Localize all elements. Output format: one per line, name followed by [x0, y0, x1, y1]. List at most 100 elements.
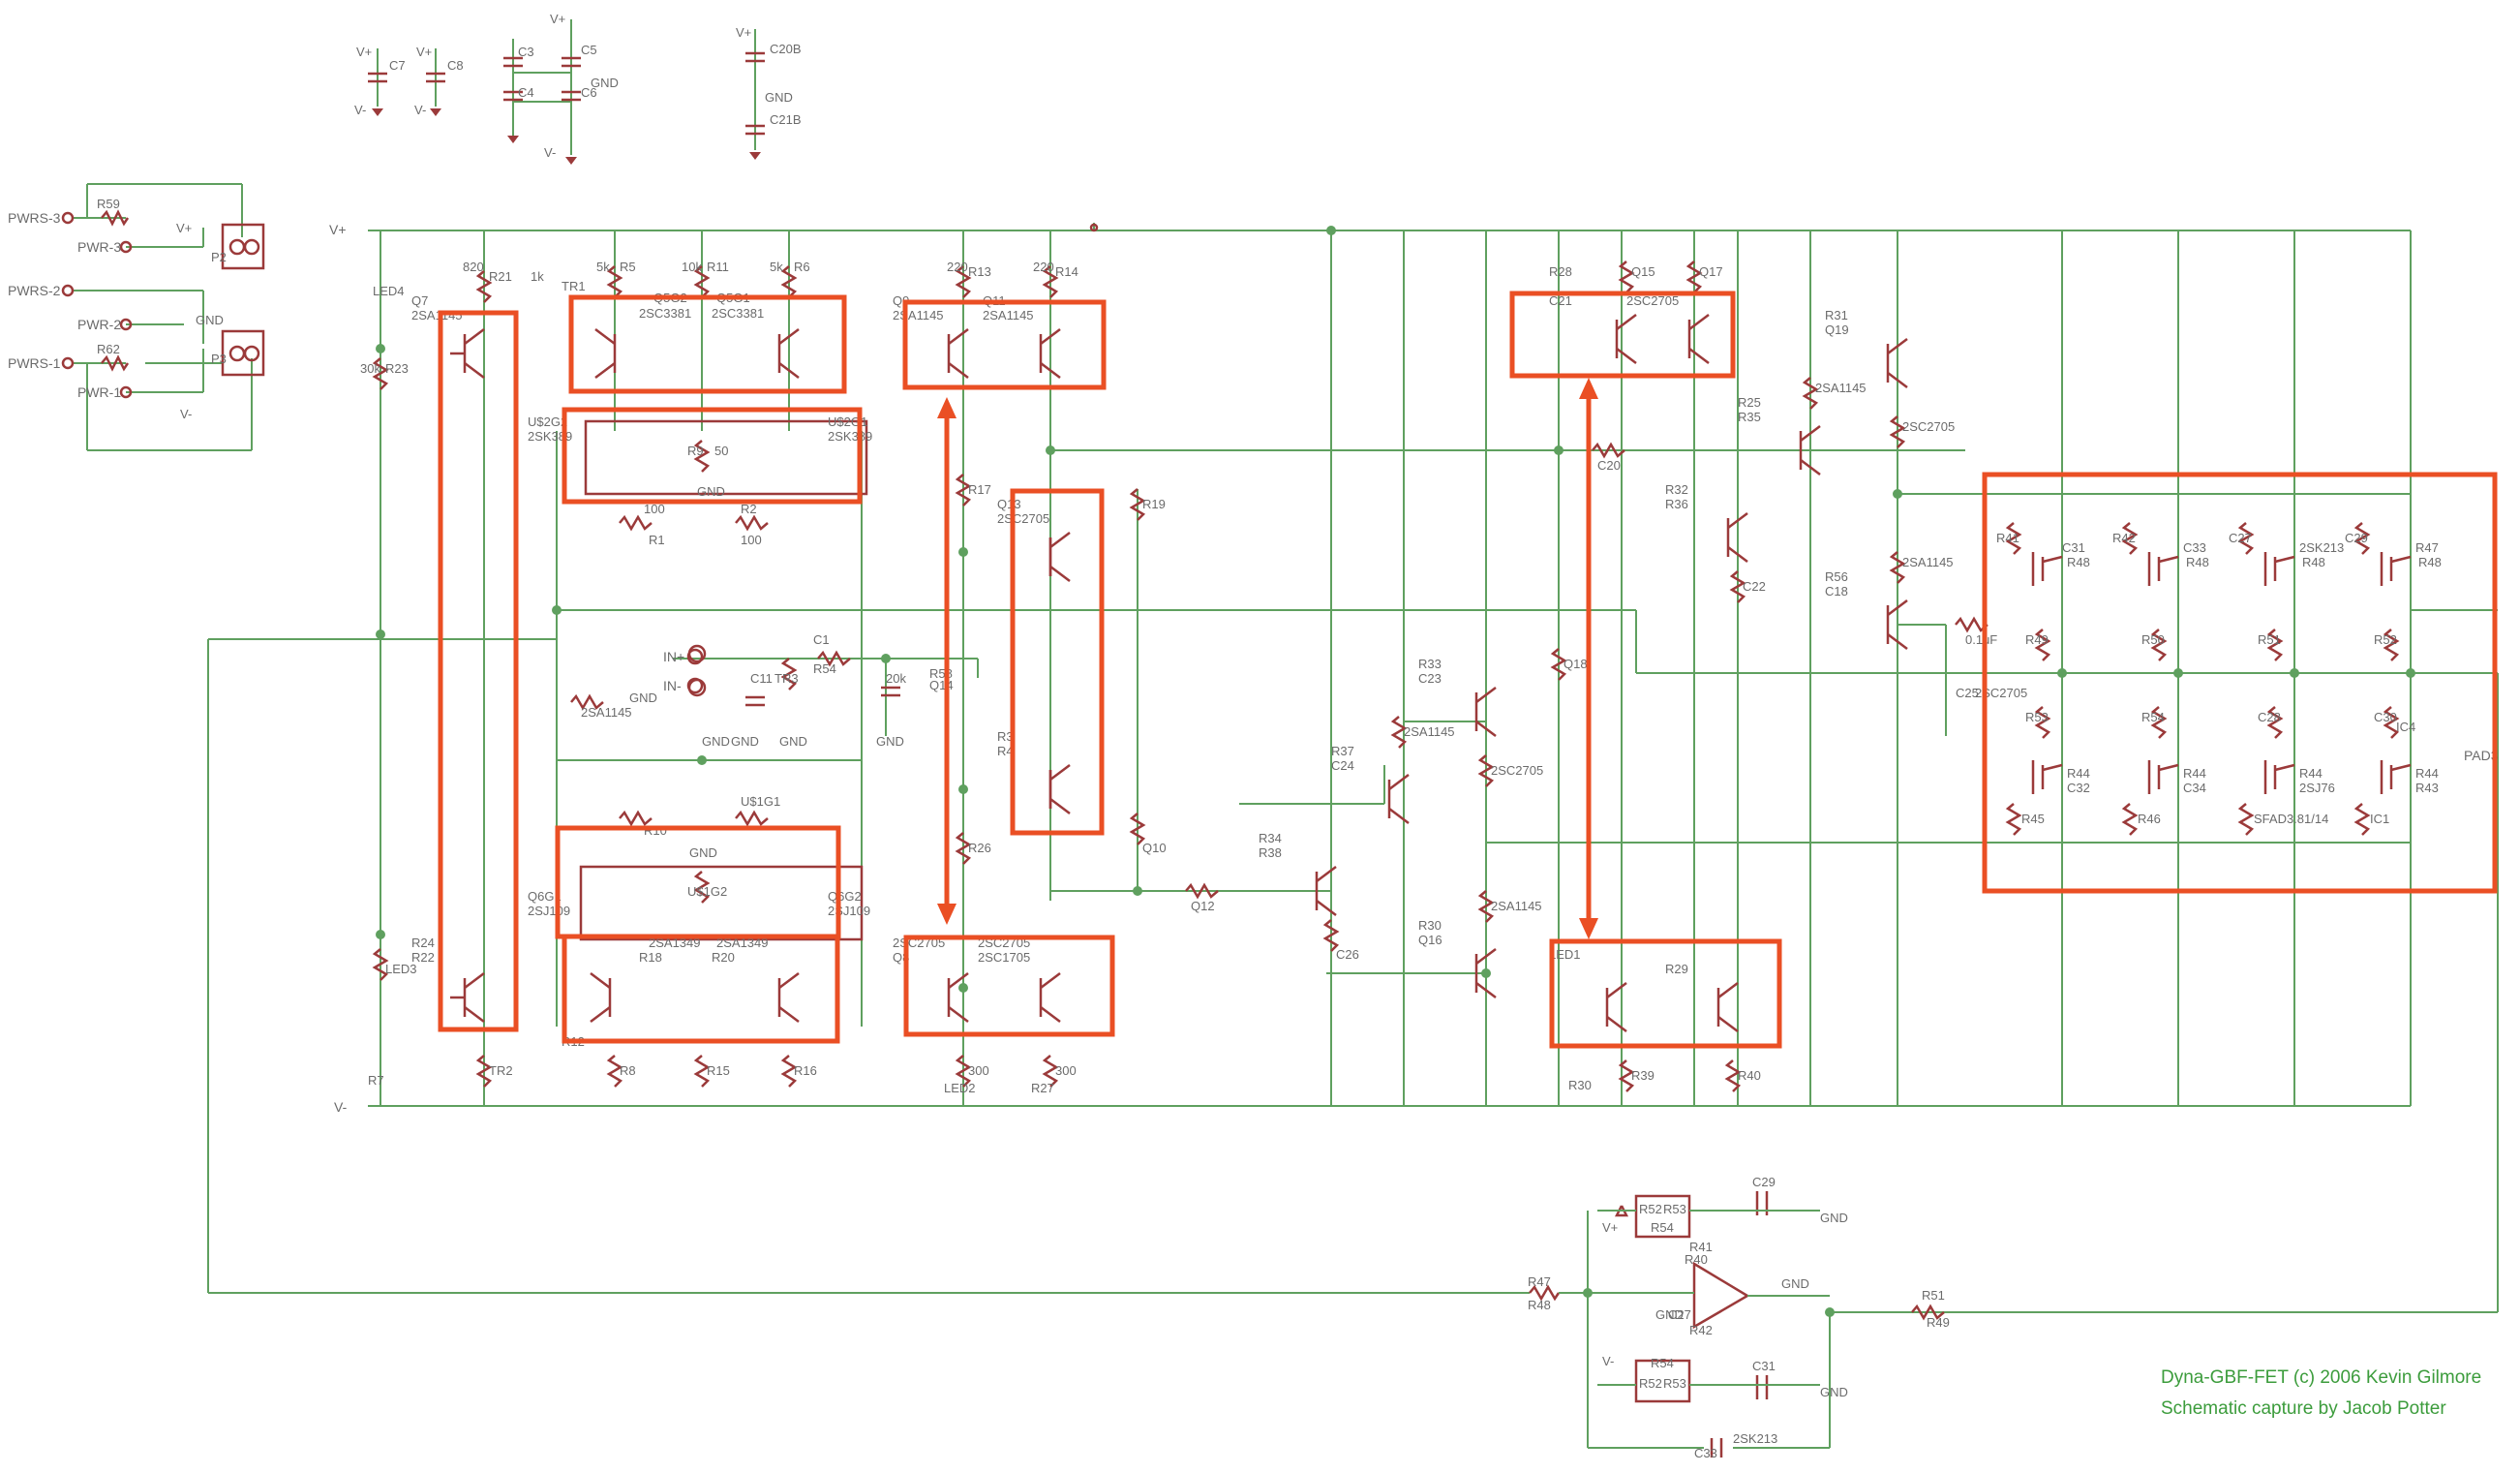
label-c20-part: R36: [1665, 497, 1688, 511]
label-r28: Q17: [1699, 264, 1723, 279]
label-c26-part: Q16: [1418, 933, 1442, 947]
label-r10: U$1G2: [687, 884, 727, 899]
label-r62: R62: [97, 342, 120, 356]
label-q19-part: R35: [1738, 410, 1761, 424]
credits-capture: Schematic capture by Jacob Potter: [2161, 1398, 2446, 1419]
label-c30: C34: [2183, 781, 2206, 795]
label-r2: R2: [741, 502, 757, 516]
label-c25-part: C23: [1418, 671, 1442, 686]
label-r27: Q15: [1631, 264, 1655, 279]
label-c20: R32: [1665, 482, 1688, 497]
highlight-q6-pair: [562, 934, 840, 1044]
highlight-q9-q11-pair: [902, 299, 1107, 390]
label-q15: C21: [1549, 293, 1572, 308]
label-led2: R28: [1549, 264, 1572, 279]
label-01uf: 2SC2705: [1975, 686, 2027, 700]
input-in-minus[interactable]: IN-: [663, 678, 682, 693]
highlight-u1-jfet-pair: [555, 825, 841, 939]
label-p2: P2: [211, 250, 227, 264]
arrow-right-head-top: [1579, 378, 1598, 399]
label-ic4: R41: [1689, 1240, 1713, 1254]
label-ic-out-2: R53: [1663, 1376, 1686, 1391]
credits-title: Dyna-GBF-FET (c) 2006 Kevin Gilmore: [2161, 1367, 2481, 1388]
label-r50: R52: [2374, 632, 2397, 647]
label-c33: R47: [2415, 540, 2439, 555]
label-r16: 300: [1055, 1063, 1077, 1078]
label-r34: C26: [1336, 947, 1359, 962]
label-c34: R43: [2415, 781, 2439, 795]
label-r39: R41: [1996, 531, 2019, 545]
label-r44: R46: [2138, 812, 2161, 826]
label-ic-out-1: R53: [1663, 1202, 1686, 1216]
label-220-b: 220: [1033, 260, 1054, 274]
label-q13-part: 2SC2705: [997, 511, 1049, 526]
input-in-plus[interactable]: IN+: [663, 649, 684, 664]
label-q16: LED1: [1549, 947, 1581, 962]
label-6k: R48: [1528, 1298, 1551, 1312]
label-r60: R47: [1528, 1274, 1551, 1289]
label-r6: R6: [794, 260, 810, 274]
label-pwr1: PWR-1: [77, 384, 121, 400]
label-r25: C20: [1597, 458, 1621, 473]
label-q14-part: R4: [997, 744, 1014, 758]
label-pwr3: PWR-3: [77, 239, 121, 255]
label-c20b: C20B: [770, 42, 802, 56]
label-q19: R25: [1738, 395, 1761, 410]
label-c21-part: Q19: [1825, 322, 1849, 337]
label-led3: R7: [368, 1073, 384, 1088]
label-u1g2: 2SJ109: [828, 904, 870, 918]
rail-gnd-2: GND: [765, 90, 793, 105]
label-c24: R34: [1259, 831, 1282, 845]
rail-gnd-p2: GND: [196, 313, 224, 327]
label-100-a: 100: [644, 502, 665, 516]
label-2sa1145-a: 2SA1145: [893, 308, 944, 322]
label-2sk389-b: 2SK389: [828, 429, 872, 444]
label-sfad: IC4: [2396, 720, 2415, 734]
label-r4: U$1G1: [741, 794, 780, 809]
highlight-q16-q18-pair: [1549, 938, 1782, 1049]
rail-vplus-ic: V+: [1602, 1220, 1618, 1235]
label-r13: R13: [968, 264, 991, 279]
label-r14: R14: [1055, 264, 1078, 279]
output-pad3[interactable]: PAD3: [2464, 748, 2499, 763]
label-c1: C11: [750, 671, 773, 686]
label-c25: R33: [1418, 657, 1442, 671]
rail-gnd-jfet-top: GND: [697, 484, 725, 499]
label-r42: C29: [2345, 531, 2368, 545]
highlight-boxes: [438, 291, 2498, 1049]
label-r5: R5: [620, 260, 636, 274]
label-r1: R1: [649, 533, 665, 547]
rail-gnd-c10: GND: [1820, 1385, 1848, 1399]
label-5k-b: 5k: [770, 260, 783, 274]
label-300-b: R27: [1031, 1081, 1054, 1095]
label-r41: C27: [2229, 531, 2252, 545]
label-p3: P3: [211, 352, 227, 366]
label-q14: R3: [997, 729, 1014, 744]
rail-vplus-3: V+: [550, 12, 565, 26]
rail-vplus-main: V+: [329, 222, 347, 237]
label-2sj76-c: R44: [2299, 766, 2323, 781]
label-c5: C5: [581, 43, 597, 57]
rail-vminus-main: V-: [334, 1099, 348, 1115]
label-c3: C3: [518, 45, 534, 59]
label-q12-part: 2SC1705: [978, 950, 1030, 965]
label-r24: LED3: [385, 962, 417, 976]
label-ic3: R42: [1689, 1323, 1713, 1337]
highlight-q7-q8-column: [438, 310, 519, 1032]
label-r38: 2SA1145: [1491, 899, 1542, 913]
label-r52: R54: [2141, 710, 2165, 724]
highlight-q5-pair: [568, 294, 847, 394]
label-ic-in-2: R52: [1639, 1376, 1662, 1391]
input-section: IN+ IN- PAD3 C1 R54 C11 TR3 20k R58 Q14 …: [581, 632, 2499, 763]
label-c7: C7: [389, 58, 406, 73]
label-r53: C28: [2258, 710, 2281, 724]
label-c2: C33: [1694, 1446, 1717, 1460]
label-r17: R17: [968, 482, 991, 497]
label-ic-in-1: R52: [1639, 1202, 1662, 1216]
label-r57: C1: [813, 632, 830, 647]
junction-dots: [376, 226, 2415, 1317]
label-100-b: 100: [741, 533, 762, 547]
label-u1g1: 2SJ109: [528, 904, 570, 918]
label-r46: IC1: [2370, 812, 2389, 826]
rail-vminus-1: V-: [354, 103, 366, 117]
